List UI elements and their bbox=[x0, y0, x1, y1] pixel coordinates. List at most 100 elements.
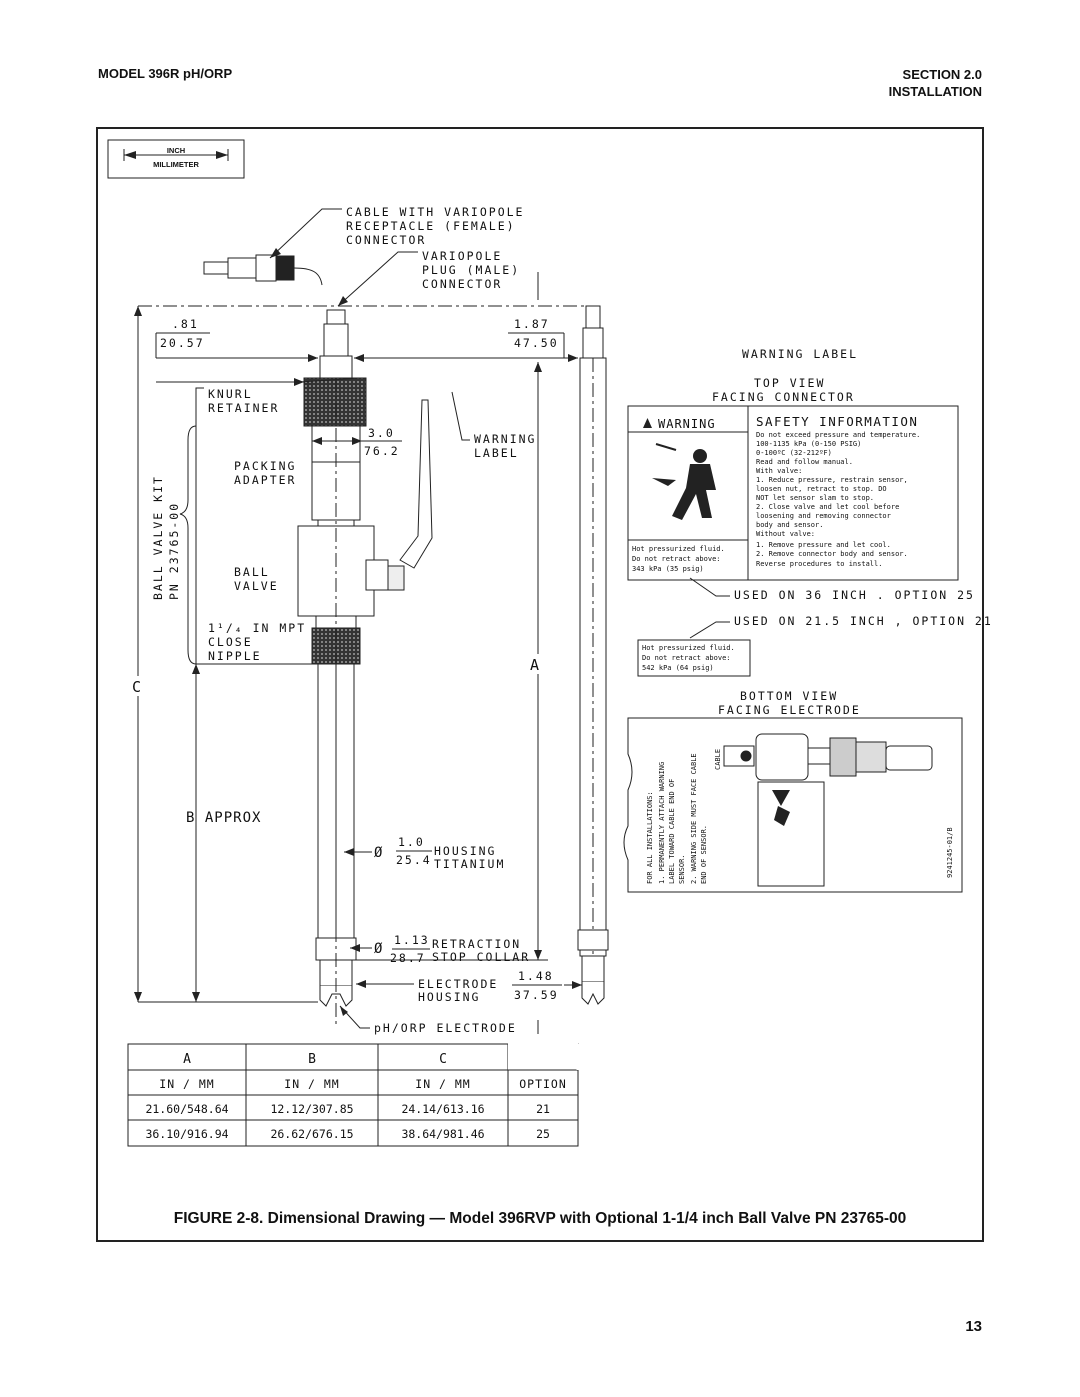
install-line: 1. PERMANENTLY ATTACH WARNING bbox=[658, 762, 666, 884]
nipple-label-1: 1¹/₄ IN MPT bbox=[208, 621, 306, 635]
top-view-label-1: TOP VIEW bbox=[754, 376, 825, 390]
hot-fluid-line: Do not retract above: bbox=[632, 555, 721, 563]
info-line: NOT let sensor slam to stop. bbox=[756, 494, 874, 502]
warning-triangle-icon bbox=[643, 418, 652, 428]
info-line: 1. Remove pressure and let cool. bbox=[756, 541, 891, 549]
warning-label-1: WARNING bbox=[474, 432, 536, 446]
used-215-label: USED ON 21.5 INCH , OPTION 21 bbox=[734, 614, 993, 628]
dim-right-in: 1.87 bbox=[514, 317, 550, 331]
warning-label-2: LABEL bbox=[474, 446, 519, 460]
electrode-label-2: HOUSING bbox=[418, 990, 480, 1004]
sensor-body bbox=[297, 309, 433, 1007]
info-line: body and sensor. bbox=[756, 521, 823, 529]
info-line: 100-1135 kPa (0-150 PSIG) bbox=[756, 440, 861, 448]
table-header-b: B bbox=[308, 1052, 316, 1067]
safety-info-lines: Do not exceed pressure and temperature. … bbox=[756, 431, 920, 568]
figure-caption: FIGURE 2-8. Dimensional Drawing — Model … bbox=[173, 1210, 907, 1227]
part-number: 9241245-01/B bbox=[946, 827, 954, 878]
info-line: 2. Close valve and let cool before bbox=[756, 503, 899, 511]
ph-electrode-label: pH/ORP ELECTRODE bbox=[374, 1021, 517, 1035]
page-number: 13 bbox=[965, 1318, 982, 1335]
table-cell: 21.60/548.64 bbox=[145, 1102, 228, 1116]
install-line: END OF SENSOR. bbox=[700, 825, 708, 884]
info-line: Reverse procedures to install. bbox=[756, 560, 882, 568]
ball-valve-label-1: BALL bbox=[234, 565, 270, 579]
table-cell: 26.62/676.15 bbox=[270, 1127, 353, 1141]
dim-left-in: .81 bbox=[172, 317, 199, 331]
knurl-label-1: KNURL bbox=[208, 387, 253, 401]
table-subheader: IN / MM bbox=[284, 1077, 339, 1091]
table-subheader: IN / MM bbox=[415, 1077, 470, 1091]
knurl-label-2: RETAINER bbox=[208, 401, 279, 415]
units-legend: INCH MILLIMETER bbox=[107, 139, 245, 179]
cable-label-3: CONNECTOR bbox=[346, 233, 426, 247]
table-header-a: A bbox=[183, 1052, 191, 1067]
packing-label-1: PACKING bbox=[234, 459, 296, 473]
figure-frame bbox=[96, 127, 984, 1242]
collar-label-1: RETRACTION bbox=[432, 937, 521, 951]
packing-label-2: ADAPTER bbox=[234, 473, 296, 487]
table-cell: 21 bbox=[536, 1102, 550, 1116]
collar-symbol: Ø bbox=[374, 941, 383, 957]
header-section: SECTION 2.0 INSTALLATION bbox=[889, 66, 982, 100]
info-line: With valve: bbox=[756, 467, 802, 475]
safety-info-title: SAFETY INFORMATION bbox=[756, 414, 918, 429]
electrode-in: 1.48 bbox=[518, 969, 554, 983]
table-header-c: C bbox=[439, 1052, 447, 1067]
ball-valve-label-2: VALVE bbox=[234, 579, 279, 593]
hot-fluid-line: 343 kPa (35 psig) bbox=[632, 565, 704, 573]
info-line: 2. Remove connector body and sensor. bbox=[756, 550, 908, 558]
collar-mm: 28.7 bbox=[390, 951, 426, 965]
hot-fluid-215-line: Hot pressurized fluid. bbox=[642, 644, 735, 652]
cable-label-1: CABLE WITH VARIOPOLE bbox=[346, 205, 524, 219]
cable-word: CABLE bbox=[714, 749, 722, 770]
dim-30-in: 3.0 bbox=[368, 426, 395, 440]
section-name: INSTALLATION bbox=[888, 84, 982, 99]
sensor-side-view bbox=[577, 305, 609, 1005]
collar-in: 1.13 bbox=[394, 933, 430, 947]
install-line: FOR ALL INSTALLATIONS: bbox=[646, 791, 654, 884]
hot-fluid-line: Hot pressurized fluid. bbox=[632, 545, 725, 553]
nipple-label-2: CLOSE bbox=[208, 635, 253, 649]
table-cell: 25 bbox=[536, 1127, 550, 1141]
info-line: 1. Reduce pressure, restrain sensor, bbox=[756, 476, 908, 484]
install-line: 2. WARNING SIDE MUST FACE CABLE bbox=[690, 753, 698, 884]
cable-label-2: RECEPTACLE (FEMALE) bbox=[346, 219, 516, 233]
table-cell: 12.12/307.85 bbox=[270, 1102, 353, 1116]
info-line: loosening and removing connector bbox=[756, 512, 891, 520]
table-subheader: IN / MM bbox=[159, 1077, 214, 1091]
electrode-mm: 37.59 bbox=[514, 988, 559, 1002]
info-line: Do not exceed pressure and temperature. bbox=[756, 431, 920, 439]
housing-label-1: HOUSING bbox=[434, 844, 496, 858]
housing-label-2: TITANIUM bbox=[434, 857, 505, 871]
hot-fluid-pictogram-icon bbox=[652, 443, 716, 520]
install-line: LABEL TOWARD CABLE END OF bbox=[668, 779, 676, 884]
legend-inch: INCH bbox=[167, 146, 185, 155]
housing-in: 1.0 bbox=[398, 835, 425, 849]
table-subheader-option: OPTION bbox=[519, 1077, 567, 1091]
table-cell: 24.14/613.16 bbox=[401, 1102, 484, 1116]
electrode-label-1: ELECTRODE bbox=[418, 977, 498, 991]
table-cell: 38.64/981.46 bbox=[401, 1127, 484, 1141]
section-number: SECTION 2.0 bbox=[902, 67, 982, 82]
dim-right-mm: 47.50 bbox=[514, 336, 559, 350]
kit-label-2: PN 23765-00 bbox=[167, 502, 181, 600]
info-line: 0-100ºC (32-212ºF) bbox=[756, 449, 832, 457]
bottom-view-panel: FOR ALL INSTALLATIONS: 1. PERMANENTLY AT… bbox=[623, 717, 963, 893]
warning-word: WARNING bbox=[658, 417, 716, 431]
warning-tag-pictogram-icon bbox=[772, 790, 790, 826]
legend-millimeter: MILLIMETER bbox=[153, 160, 199, 169]
table-cell: 36.10/916.94 bbox=[145, 1127, 228, 1141]
dim-b-label: B APPROX bbox=[186, 810, 261, 826]
warning-sticker-small: Hot pressurized fluid. Do not retract ab… bbox=[637, 639, 751, 677]
warning-sticker-top: WARNING SAFETY INFORMATION Do not exceed… bbox=[627, 405, 959, 581]
dim-30-mm: 76.2 bbox=[364, 444, 400, 458]
used-36-label: USED ON 36 INCH . OPTION 25 bbox=[734, 588, 975, 602]
header-model: MODEL 396R pH/ORP bbox=[98, 66, 233, 81]
dim-c-label: C bbox=[132, 678, 141, 696]
bottom-view-label-1: BOTTOM VIEW bbox=[740, 689, 838, 703]
info-line: loosen nut, retract to stop. DO bbox=[756, 485, 887, 493]
dim-left-mm: 20.57 bbox=[160, 336, 205, 350]
plug-label-1: VARIOPOLE bbox=[422, 249, 502, 263]
